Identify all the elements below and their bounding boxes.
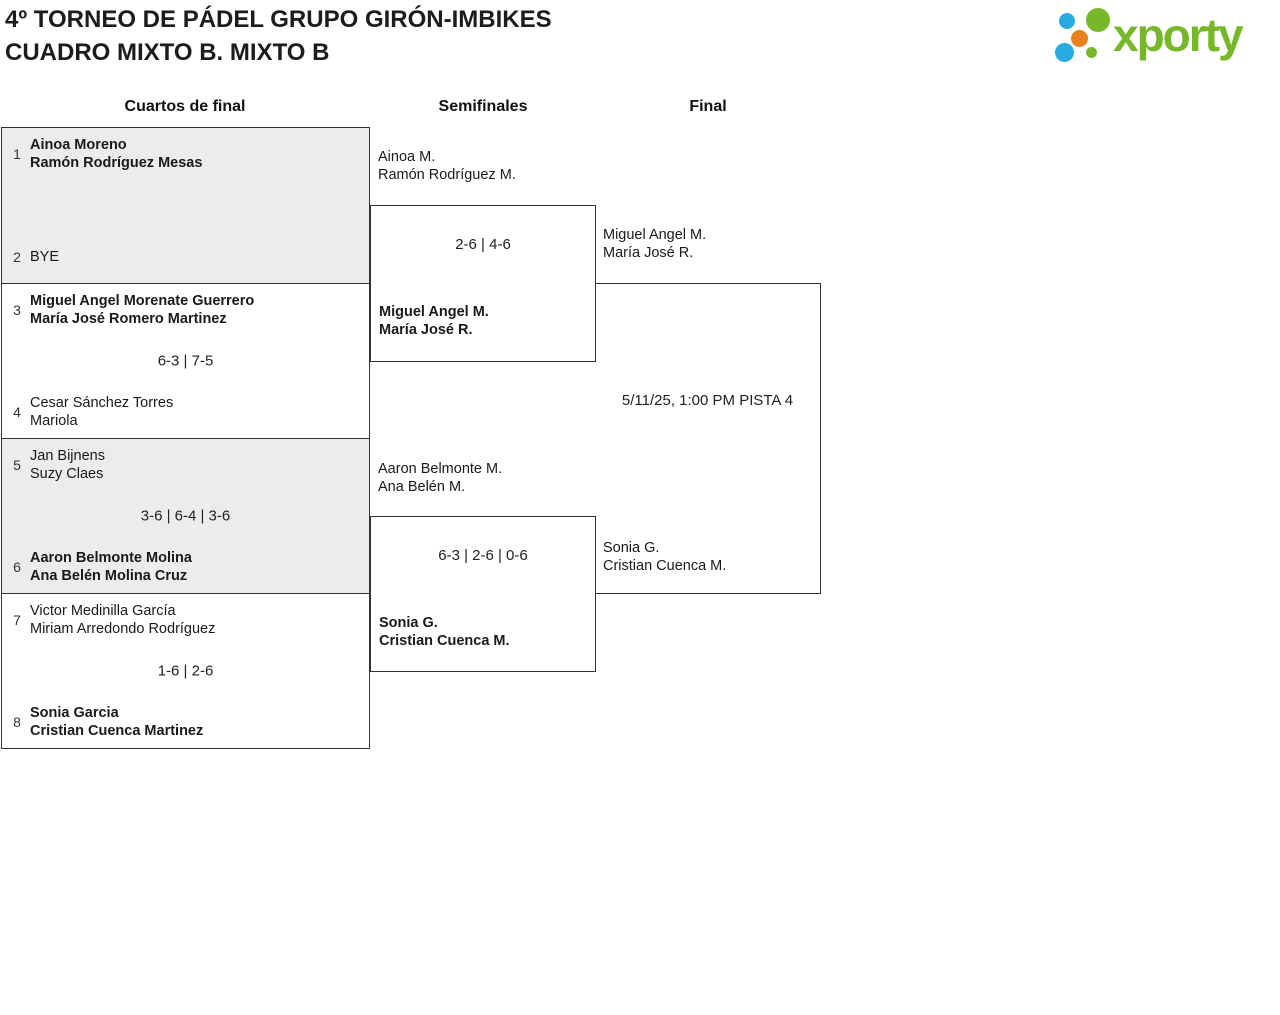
match-score: 3-6 | 6-4 | 3-6 — [140, 507, 231, 525]
player-name: Jan Bijnens — [30, 448, 105, 464]
logo-dot-orange — [1071, 30, 1088, 47]
player-name: Sonia G. — [603, 540, 660, 556]
player-name: Ramón Rodríguez Mesas — [30, 155, 203, 171]
player-name: Cristian Cuenca M. — [603, 558, 727, 574]
page-title: 4º TORNEO DE PÁDEL GRUPO GIRÓN-IMBIKES C… — [5, 3, 552, 69]
player-name: Cristian Cuenca Martinez — [30, 723, 204, 739]
team-entry: 5 Jan Bijnens Suzy Claes — [10, 447, 105, 483]
round-header-quarterfinals: Cuartos de final — [124, 98, 246, 115]
qf-match-2[interactable]: 3 Miguel Angel Morenate Guerrero María J… — [1, 283, 370, 439]
xporty-logo-text: xporty — [1113, 9, 1244, 61]
player-name: Sonia Garcia — [30, 705, 119, 721]
team-entry: 8 Sonia Garcia Cristian Cuenca Martinez — [10, 704, 203, 740]
match-score: 6-3 | 7-5 — [157, 352, 214, 370]
player-name: Victor Medinilla García — [30, 603, 176, 619]
player-name: Miriam Arredondo Rodríguez — [30, 621, 216, 637]
sf-match-2[interactable]: 6-3 | 2-6 | 0-6 Sonia G. Cristian Cuenca… — [370, 516, 596, 672]
logo-dot-green-large — [1086, 8, 1110, 32]
round-header-semifinals: Semifinales — [438, 98, 528, 115]
sf2-team-b-label: Sonia G. Cristian Cuenca M. — [379, 614, 510, 650]
final-team-a-label: Miguel Angel M. María José R. — [603, 226, 706, 262]
seed-number: 3 — [13, 302, 21, 318]
player-name: María José Romero Martinez — [30, 311, 227, 327]
seed-number: 4 — [13, 404, 21, 420]
player-name: Aaron Belmonte Molina — [30, 550, 192, 566]
seed-number: 1 — [13, 146, 21, 162]
final-schedule: 5/11/25, 1:00 PM PISTA 4 — [621, 392, 794, 409]
player-name: Ainoa Moreno — [30, 137, 127, 153]
team-names: Miguel Angel Morenate Guerrero María Jos… — [30, 292, 254, 328]
player-name: Ramón Rodríguez M. — [378, 167, 516, 183]
player-name: María José R. — [379, 322, 473, 338]
team-names: Aaron Belmonte Molina Ana Belén Molina C… — [30, 549, 192, 585]
match-score: 6-3 | 2-6 | 0-6 — [438, 547, 528, 564]
team-names: BYE — [30, 248, 59, 266]
logo-dot-green-small — [1086, 47, 1097, 58]
final-team-b-label: Sonia G. Cristian Cuenca M. — [603, 539, 726, 575]
team-entry: 6 Aaron Belmonte Molina Ana Belén Molina… — [10, 549, 192, 585]
title-line-2: CUADRO MIXTO B. MIXTO B — [5, 39, 330, 66]
seed-number: 2 — [13, 249, 21, 265]
qf-match-1[interactable]: 1 Ainoa Moreno Ramón Rodríguez Mesas 2 B… — [1, 127, 370, 284]
match-score: 1-6 | 2-6 — [157, 662, 214, 680]
team-entry: 7 Victor Medinilla García Miriam Arredon… — [10, 602, 215, 638]
seed-number: 8 — [13, 714, 21, 730]
player-name: Miguel Angel M. — [379, 304, 489, 320]
team-entry: 1 Ainoa Moreno Ramón Rodríguez Mesas — [10, 136, 202, 172]
player-name: Suzy Claes — [30, 466, 104, 482]
player-name: María José R. — [603, 245, 694, 261]
seed-number: 7 — [13, 612, 21, 628]
team-names: Ainoa Moreno Ramón Rodríguez Mesas — [30, 136, 202, 172]
player-name: Miguel Angel M. — [603, 227, 707, 243]
logo-dot-blue-large — [1055, 43, 1074, 62]
player-name: Sonia G. — [379, 615, 438, 631]
player-name: Mariola — [30, 413, 78, 429]
team-entry: 4 Cesar Sánchez Torres Mariola — [10, 394, 173, 430]
player-name: Aaron Belmonte M. — [378, 461, 503, 477]
team-names: Cesar Sánchez Torres Mariola — [30, 394, 173, 430]
team-names: Jan Bijnens Suzy Claes — [30, 447, 105, 483]
team-names: Sonia Garcia Cristian Cuenca Martinez — [30, 704, 203, 740]
round-header-final: Final — [689, 98, 727, 115]
title-line-1: 4º TORNEO DE PÁDEL GRUPO GIRÓN-IMBIKES — [5, 6, 552, 33]
qf-match-4[interactable]: 7 Victor Medinilla García Miriam Arredon… — [1, 593, 370, 749]
final-match[interactable]: 5/11/25, 1:00 PM PISTA 4 Sonia G. Cristi… — [595, 283, 821, 594]
sf1-team-a-label: Ainoa M. Ramón Rodríguez M. — [378, 148, 516, 184]
seed-number: 5 — [13, 457, 21, 473]
player-name: Miguel Angel Morenate Guerrero — [30, 293, 255, 309]
sf2-team-a-label: Aaron Belmonte M. Ana Belén M. — [378, 460, 502, 496]
player-name: Ainoa M. — [378, 149, 436, 165]
sf-match-1[interactable]: 2-6 | 4-6 Miguel Angel M. María José R. — [370, 205, 596, 362]
player-name: Cesar Sánchez Torres — [30, 395, 174, 411]
seed-number: 6 — [13, 559, 21, 575]
team-entry: 3 Miguel Angel Morenate Guerrero María J… — [10, 292, 254, 328]
xporty-logo-dots-icon — [1050, 4, 1116, 70]
player-name: Cristian Cuenca M. — [379, 633, 510, 649]
team-entry: 2 BYE — [10, 248, 59, 266]
player-name: Ana Belén M. — [378, 479, 466, 495]
team-names: Victor Medinilla García Miriam Arredondo… — [30, 602, 215, 638]
player-name: BYE — [30, 249, 60, 265]
qf-match-3[interactable]: 5 Jan Bijnens Suzy Claes 3-6 | 6-4 | 3-6… — [1, 438, 370, 594]
player-name: Ana Belén Molina Cruz — [30, 568, 188, 584]
logo-dot-blue-small — [1059, 13, 1075, 29]
sf1-team-b-label: Miguel Angel M. María José R. — [379, 303, 489, 339]
match-score: 2-6 | 4-6 — [455, 236, 511, 253]
